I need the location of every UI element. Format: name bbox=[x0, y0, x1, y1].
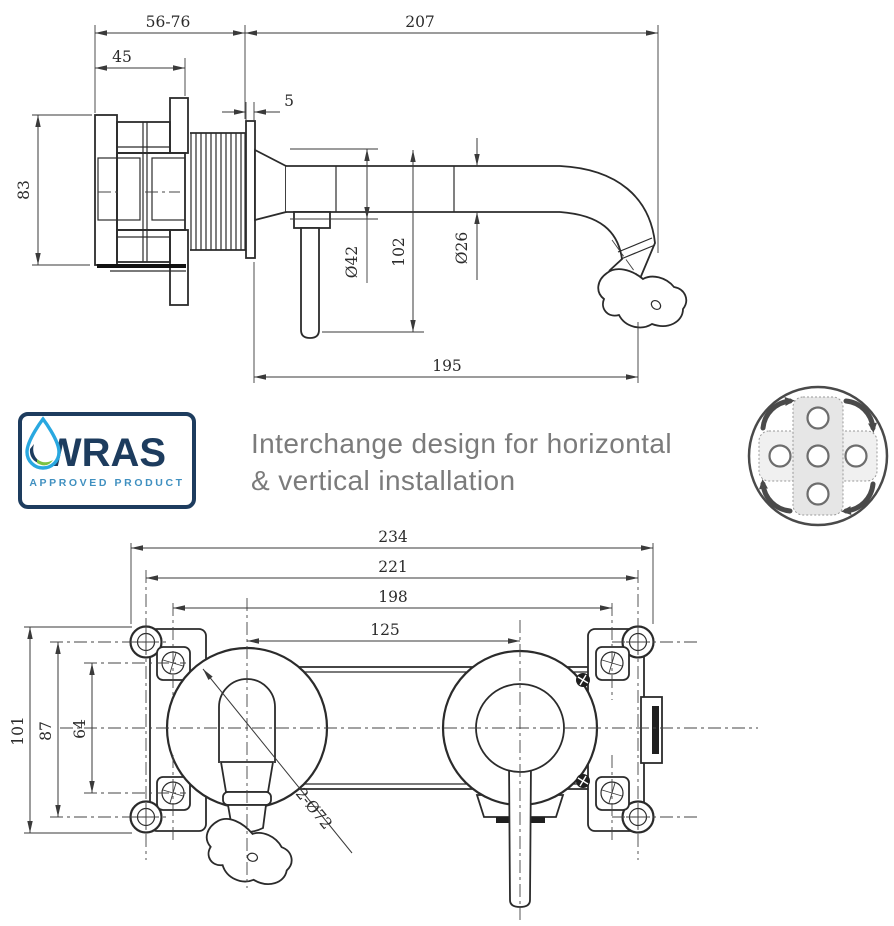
dim-label-spout-total: 207 bbox=[405, 13, 435, 31]
spout bbox=[254, 148, 688, 329]
handle-lever bbox=[293, 211, 331, 339]
dim-label-lug-span: 221 bbox=[378, 558, 408, 576]
dim-label-drop-height: 102 bbox=[390, 237, 408, 267]
wras-subtitle-text: APPROVED PRODUCT bbox=[29, 476, 185, 489]
spout-front bbox=[205, 678, 293, 885]
dim-label-spout-reach: 195 bbox=[432, 357, 462, 375]
dim-label-body-height: 83 bbox=[15, 180, 33, 200]
installation-note-line2: & vertical installation bbox=[251, 464, 516, 496]
bottom-extension-lines bbox=[24, 543, 654, 834]
bottom-dimension-lines bbox=[27, 545, 653, 854]
dim-label-centre-span: 125 bbox=[370, 621, 400, 639]
wras-brand-text: WRAS bbox=[43, 430, 167, 475]
dim-label-body-depth: 56-76 bbox=[146, 13, 191, 31]
dim-label-escutcheon-note: 2-Ø72 bbox=[292, 785, 336, 833]
dim-label-overall-width: 234 bbox=[378, 528, 408, 546]
top-dimension-lines bbox=[35, 30, 658, 380]
right-bracket bbox=[587, 625, 663, 834]
dim-label-screw-span: 198 bbox=[378, 588, 408, 606]
spout-escutcheon-cone bbox=[254, 148, 287, 222]
bottom-drawing-front-view: 234 221 198 125 101 87 64 2-Ø72 bbox=[9, 528, 758, 920]
valve-body bbox=[94, 97, 189, 306]
dim-label-escutcheon-dia: Ø42 bbox=[343, 246, 361, 278]
dim-label-screw-height: 64 bbox=[71, 719, 89, 739]
dim-label-spout-dia: Ø26 bbox=[453, 232, 471, 264]
port-circles bbox=[768, 406, 868, 506]
dim-label-body-width: 45 bbox=[112, 48, 132, 66]
spout-bend-inner bbox=[559, 211, 623, 272]
installation-note-line1: Interchange design for horizontal bbox=[251, 428, 673, 459]
handle-lever-front bbox=[508, 761, 532, 908]
dim-label-overall-height: 101 bbox=[9, 716, 27, 746]
threaded-sleeve bbox=[190, 132, 246, 251]
water-drop-icon bbox=[25, 416, 61, 470]
dim-label-lug-height: 87 bbox=[37, 721, 55, 741]
spout-bend-outer bbox=[559, 165, 656, 282]
escutcheon-leader-line bbox=[202, 668, 353, 854]
escutcheon-screws bbox=[576, 673, 590, 788]
installation-note: Interchange design for horizontal & vert… bbox=[251, 426, 771, 500]
wall-plate bbox=[245, 120, 256, 259]
top-drawing-side-view: 56-76 207 45 5 83 Ø42 102 Ø26 195 bbox=[15, 13, 688, 383]
aerator-key bbox=[597, 268, 688, 329]
rotation-installation-icon bbox=[747, 385, 889, 527]
aerator-key-front bbox=[205, 818, 293, 885]
centrelines bbox=[50, 570, 758, 920]
dim-label-plate-thickness: 5 bbox=[284, 92, 294, 110]
wras-approved-badge: WRAS APPROVED PRODUCT bbox=[18, 412, 196, 509]
rotation-arrows bbox=[759, 397, 877, 515]
